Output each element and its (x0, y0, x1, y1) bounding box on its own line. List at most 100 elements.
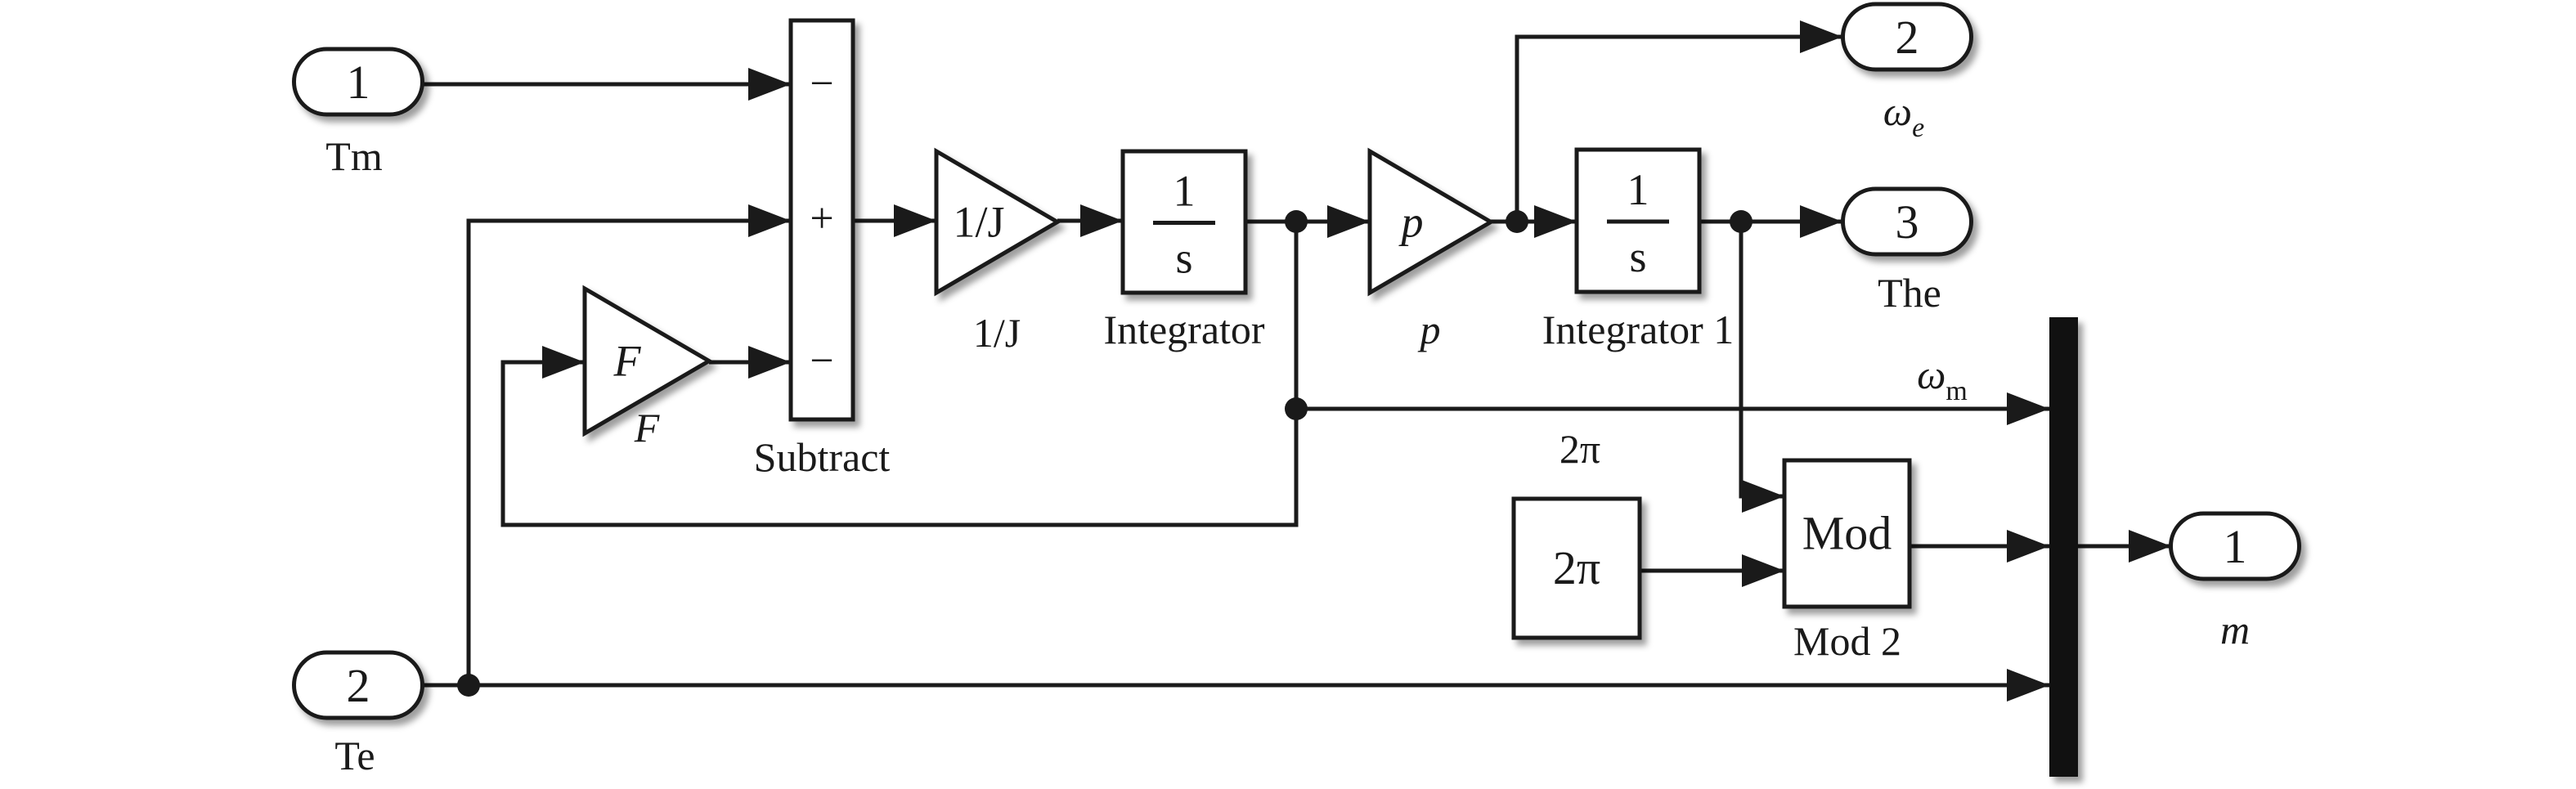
wire-theta-to-mod[interactable] (1739, 222, 1784, 513)
wire-to-we-line[interactable] (1515, 34, 1842, 222)
wire-to-we-arrowhead-icon (1800, 20, 1842, 53)
integrator-1-block-label: Integrator 1 (1542, 307, 1735, 352)
integrator-block-label: Integrator (1103, 307, 1264, 352)
outport-m-number: 1 (2224, 520, 2247, 573)
integrator-1-block-numerator: 1 (1627, 165, 1649, 214)
wire-2pi-to-mod-arrowhead-icon (1742, 554, 1784, 587)
gain-f-block-text: F (613, 337, 642, 386)
label-wm: ωm (1917, 352, 1968, 406)
wire-feedback-to-f[interactable] (500, 222, 1299, 527)
wire-integrator-to-p-arrowhead-icon (1327, 205, 1370, 238)
gain-p-block-label: p (1418, 307, 1441, 352)
subtract-block[interactable]: − + − Subtract (754, 18, 891, 480)
outport-we-label: ωe (1883, 88, 1924, 143)
wire-p-to-integrator1-arrowhead-icon (1534, 205, 1577, 238)
wire-2pi-to-mod[interactable] (1640, 554, 1784, 587)
mux-bar[interactable] (2049, 317, 2078, 777)
gain-1j-block-triangle[interactable] (934, 147, 1061, 297)
wire-p-to-integrator1[interactable] (1491, 205, 1577, 238)
label-wm-subscript: m (1945, 376, 1967, 406)
constant-2pi-block-label: 2π (1560, 426, 1600, 472)
wire-tm-to-subtract-arrowhead-icon (748, 68, 791, 101)
inport-tm[interactable]: 1Tm (292, 47, 424, 179)
outport-the-oval[interactable] (1841, 186, 1973, 257)
junction-we (1506, 210, 1528, 233)
wire-te-to-plus-line[interactable] (466, 218, 791, 685)
label-wm-main: ω (1917, 352, 1945, 397)
wire-subtract-to-1j[interactable] (853, 204, 936, 237)
mod-block-body[interactable] (1782, 458, 1912, 609)
gain-p-block[interactable]: pp (1367, 147, 1495, 352)
subtract-port-sign: + (810, 195, 833, 242)
inport-te-oval[interactable] (292, 650, 424, 720)
outport-the-number: 3 (1896, 195, 1919, 249)
wire-theta-to-mod-arrowhead-icon (1742, 480, 1784, 513)
wire-mux-to-m[interactable] (2078, 530, 2171, 563)
wire-integrator1-to-the[interactable] (1699, 205, 1842, 238)
junction-theta (1730, 210, 1752, 233)
wire-f-to-subtract[interactable] (709, 346, 791, 379)
wire-tm-to-subtract[interactable] (423, 68, 791, 101)
wire-1j-to-integrator-arrowhead-icon (1080, 204, 1123, 237)
junction-wm-branch (1285, 397, 1308, 420)
inport-tm-label: Tm (325, 133, 383, 179)
blocks-layer: −+−Subtract1/J1/J1sIntegratorpp1sIntegra… (292, 2, 2301, 778)
mod-block-text: Mod (1802, 507, 1892, 560)
wire-1j-to-integrator[interactable] (1057, 204, 1123, 237)
integrator-1-block-denominator: s (1629, 232, 1646, 281)
wire-feedback-to-f-line[interactable] (500, 222, 1299, 527)
wire-te-to-plus[interactable] (466, 204, 791, 685)
gain-f-block-triangle[interactable] (582, 285, 713, 437)
junction-wm (1285, 210, 1308, 233)
gain-1j-block[interactable]: 1/J 1/J (934, 147, 1061, 356)
inport-te[interactable]: 2Te (292, 650, 424, 778)
wire-feedback-to-f-arrowhead-icon (542, 346, 585, 379)
wire-integrator1-to-the-arrowhead-icon (1800, 205, 1842, 238)
wire-subtract-to-1j-arrowhead-icon (894, 204, 936, 237)
junction-te (457, 674, 480, 697)
wire-mux-to-m-arrowhead-icon (2129, 530, 2171, 563)
inport-tm-oval[interactable] (292, 47, 424, 117)
constant-2pi-block[interactable]: 2π 2π (1511, 426, 1642, 640)
outport-m-oval[interactable] (2169, 511, 2301, 581)
gain-1j-block-text: 1/J (953, 198, 1004, 247)
wire-wm-to-mux[interactable] (1296, 392, 2049, 425)
outport-we-oval[interactable] (1841, 2, 1973, 72)
wire-te-to-mux-arrowhead-icon (2007, 669, 2049, 702)
integrator-block-denominator: s (1175, 234, 1192, 283)
outport-m[interactable]: 1m (2169, 511, 2301, 652)
wire-te-to-mux[interactable] (423, 669, 2049, 702)
mux-block[interactable] (2049, 317, 2078, 777)
outport-the-label: The (1878, 270, 1941, 316)
subtract-port-sign: − (810, 338, 833, 384)
outport-we-label-subscript: e (1912, 113, 1924, 143)
gain-f-block[interactable]: FF (582, 285, 713, 451)
gain-p-block-text: p (1398, 198, 1424, 247)
gain-p-block-triangle[interactable] (1367, 147, 1495, 297)
inport-tm-number: 1 (347, 56, 370, 109)
integrator-block-numerator: 1 (1174, 167, 1196, 216)
constant-2pi-block-body[interactable] (1511, 496, 1642, 640)
outport-we-number: 2 (1896, 11, 1919, 64)
subtract-block-label: Subtract (754, 434, 891, 480)
wire-to-we[interactable] (1515, 20, 1842, 222)
outport-we[interactable]: 2 ωe (1841, 2, 1973, 143)
inport-te-number: 2 (347, 659, 370, 712)
gain-f-block-label: F (634, 405, 660, 451)
inport-te-label: Te (334, 733, 375, 778)
wire-te-to-plus-arrowhead-icon (748, 204, 791, 237)
constant-2pi-block-text: 2π (1553, 541, 1600, 594)
gain-1j-block-label: 1/J (973, 310, 1021, 356)
mod-block-label: Mod 2 (1793, 618, 1901, 664)
subtract-block-body[interactable] (788, 18, 855, 422)
subtract-port-sign: − (810, 61, 833, 107)
outport-m-label: m (2220, 607, 2250, 652)
wire-mod-to-mux[interactable] (1910, 530, 2049, 563)
